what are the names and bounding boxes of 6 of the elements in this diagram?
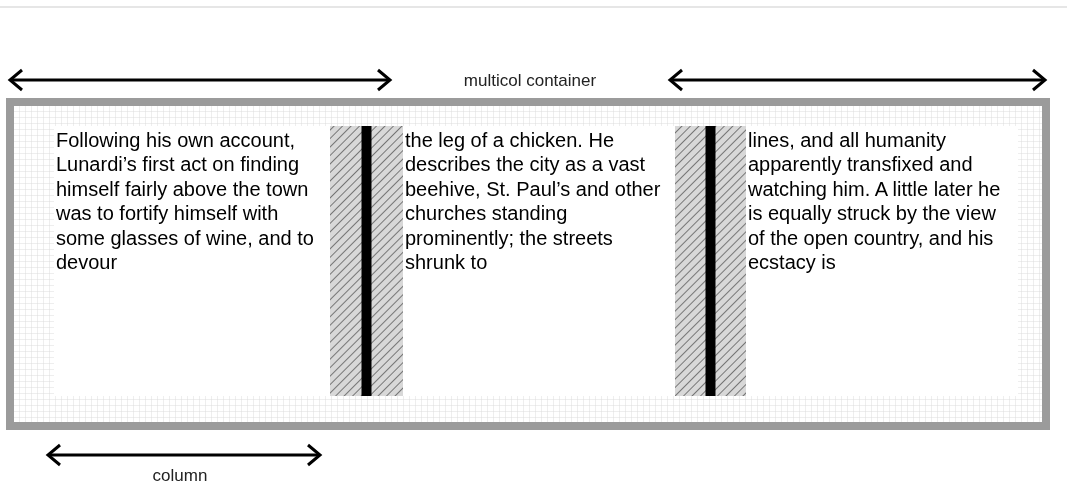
column-text: Following his own account, Lunardi’s first act on finding himself fairly above the town was to fortify himself with some glasses of wine, and to devour: [54, 126, 330, 396]
multicol-container: [6, 98, 1050, 430]
column-text: lines, and all humanity apparently transfixed and watching him. A little later he is equally struck by the view of the open country, and his ecstacy is: [746, 126, 1018, 396]
dimension-label: multicol container: [462, 70, 598, 92]
column-text: the leg of a chicken. He describes the city as a vast beehive, St. Paul’s and other churches standing prominently; the streets shrunk to: [403, 126, 675, 396]
dimension-label: column: [151, 465, 209, 486]
